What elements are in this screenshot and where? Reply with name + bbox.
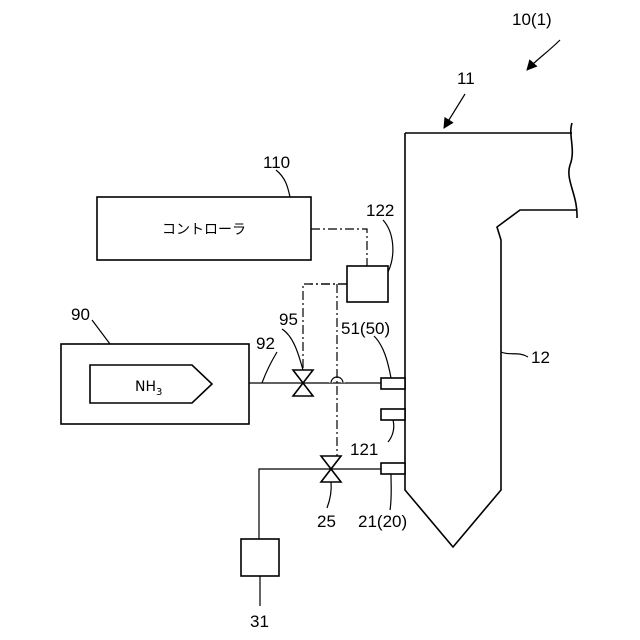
signal-line-controller-sensor bbox=[311, 229, 367, 266]
sensor-box bbox=[347, 266, 388, 302]
leader-system bbox=[527, 40, 560, 70]
leader-valve95 bbox=[282, 329, 303, 370]
fuel-burner bbox=[381, 463, 405, 474]
ammonia-subscript: 3 bbox=[156, 387, 162, 398]
leader-port bbox=[388, 420, 394, 442]
label-system: 10(1) bbox=[512, 10, 552, 29]
label-valve95: 95 bbox=[279, 310, 298, 329]
leader-valve25 bbox=[327, 482, 331, 508]
ammonia-burner bbox=[381, 378, 405, 389]
wall-port bbox=[381, 409, 405, 420]
leader-burner-fuel bbox=[390, 474, 391, 510]
label-valve25: 25 bbox=[317, 512, 336, 531]
controller-label: コントローラ bbox=[162, 222, 246, 238]
boiler-break-line bbox=[569, 123, 577, 218]
label-storage: 90 bbox=[71, 305, 90, 324]
label-boiler: 11 bbox=[457, 69, 475, 88]
signal-line-valve25 bbox=[310, 284, 347, 456]
label-fuel-source: 31 bbox=[250, 612, 269, 631]
label-sensor: 122 bbox=[366, 201, 394, 220]
leader-storage bbox=[92, 320, 110, 344]
label-port: 121 bbox=[350, 440, 378, 459]
leader-furnace bbox=[501, 352, 528, 357]
label-controller: 110 bbox=[263, 153, 290, 172]
label-burner-ammonia: 51(50) bbox=[341, 319, 390, 338]
leader-boiler bbox=[444, 94, 465, 128]
leader-burner-ammonia bbox=[374, 336, 391, 378]
leader-controller bbox=[276, 170, 290, 197]
leader-pipe bbox=[262, 352, 277, 383]
leader-sensor bbox=[383, 220, 393, 272]
label-burner-fuel: 21(20) bbox=[358, 512, 407, 531]
boiler-body bbox=[405, 133, 577, 547]
label-furnace: 12 bbox=[531, 348, 550, 367]
label-pipe: 92 bbox=[256, 334, 275, 353]
fuel-source-box bbox=[241, 539, 279, 576]
